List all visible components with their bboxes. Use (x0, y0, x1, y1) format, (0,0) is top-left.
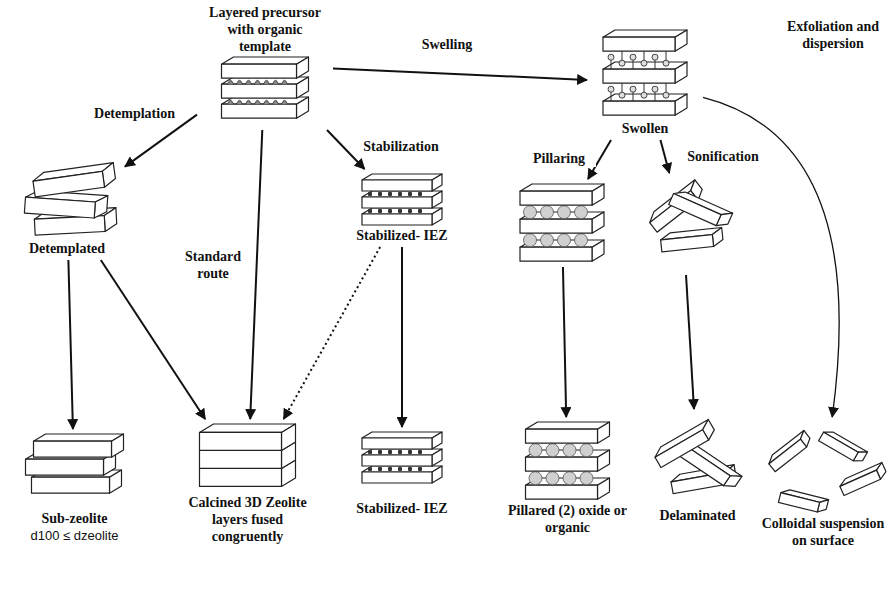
layer-stage: Detemplated (12, 160, 122, 257)
process-arrow (703, 97, 839, 417)
layer-stack (352, 172, 452, 227)
layer-stack (180, 422, 315, 494)
layer-stage: Layered precursor with organic template (200, 4, 330, 127)
layer-stage: Colloidal suspension on surface (758, 420, 888, 549)
edge-label: Detemplation (85, 105, 184, 122)
stage-label: Sub-zeolite (12, 510, 137, 527)
layer-stack (590, 28, 700, 120)
process-arrow (686, 275, 694, 409)
edge-label: Exfoliation and dispersion (776, 18, 890, 52)
process-arrow (563, 267, 566, 417)
layer-stage: Stabilized- IEZ (352, 430, 452, 517)
edge-label: Standard route (175, 248, 251, 282)
edge-label: Sonification (676, 148, 770, 165)
edge-label: Pillaring (522, 150, 596, 167)
layer-stack (505, 420, 630, 502)
layer-stage: Delaminated (640, 412, 755, 524)
layer-stack (200, 55, 330, 127)
layer-stack (352, 430, 452, 500)
layer-stack (12, 160, 122, 240)
layer-stack (12, 432, 137, 510)
stage-label: Layered precursor with organic template (200, 4, 330, 55)
layer-stage (628, 176, 738, 272)
layer-stage: Swollen (590, 28, 700, 137)
layer-stack (758, 420, 888, 515)
layer-stack (640, 412, 755, 507)
process-arrow (68, 260, 73, 429)
edge-label: Swelling (410, 36, 484, 53)
layer-stage: Calcined 3D Zeolite layers fused congrue… (180, 422, 315, 545)
edge-label: Stabilization (354, 138, 448, 155)
stage-label: Detemplated (12, 240, 122, 257)
stage-label: Colloidal suspension on surface (758, 515, 888, 549)
stage-label: Swollen (590, 120, 700, 137)
layer-stage: Sub-zeolited100 ≤ dzeolite (12, 432, 137, 544)
process-arrow (401, 247, 403, 427)
process-arrow (125, 115, 197, 167)
layer-stack (512, 182, 612, 264)
layer-stage: Pillared (2) oxide or organic (505, 420, 630, 536)
process-arrow (101, 260, 205, 419)
layer-stage (512, 182, 612, 264)
stage-label: Pillared (2) oxide or organic (505, 502, 630, 536)
stage-label: Delaminated (640, 507, 755, 524)
process-arrow (333, 69, 587, 80)
stage-label: Calcined 3D Zeolite layers fused congrue… (180, 494, 315, 545)
stage-label: d100 ≤ dzeolite (12, 527, 137, 544)
stage-label: Stabilized- IEZ (352, 500, 452, 517)
process-arrow (284, 247, 380, 419)
process-arrow (250, 130, 262, 419)
stage-label: Stabilized- IEZ (352, 227, 452, 244)
layer-stack (628, 176, 738, 272)
process-arrow (660, 140, 669, 173)
layer-stage: Stabilized- IEZ (352, 172, 452, 244)
